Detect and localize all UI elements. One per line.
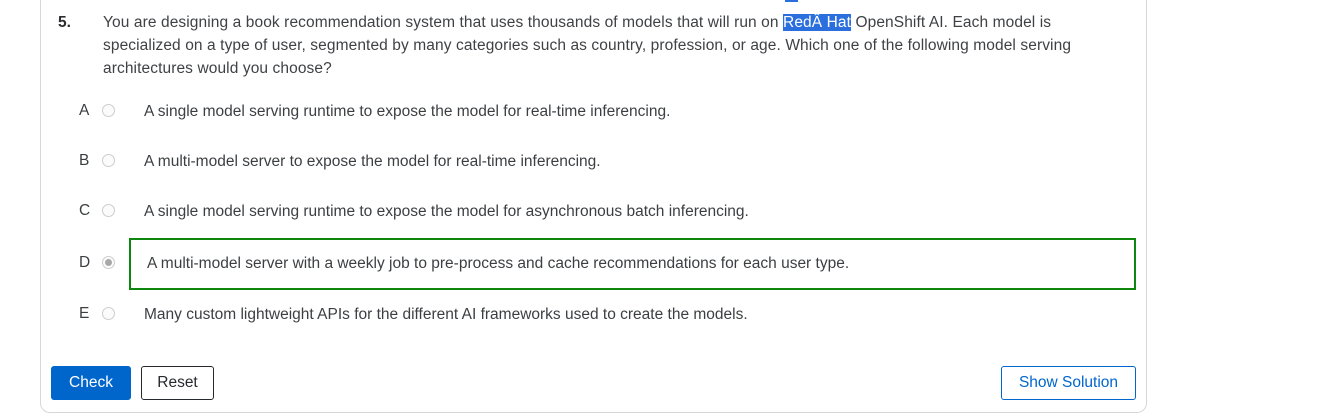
option-letter: A	[79, 102, 90, 119]
option-text[interactable]: A single model serving runtime to expose…	[144, 103, 671, 120]
question-text-highlighted: RedÂ Hat	[783, 14, 852, 31]
radio-button-option-b[interactable]	[102, 154, 115, 167]
radio-button-option-a[interactable]	[102, 104, 115, 117]
option-text[interactable]: A multi-model server to expose the model…	[144, 153, 601, 170]
question-text-after: OpenShift AI. Each model is specialized …	[103, 14, 1072, 77]
option-row-c: C A single model serving runtime to expo…	[41, 200, 1148, 224]
option-letter: D	[79, 254, 91, 271]
radio-button-option-d[interactable]	[102, 256, 115, 269]
check-button[interactable]: Check	[51, 366, 131, 400]
show-solution-button[interactable]: Show Solution	[1001, 366, 1136, 400]
radio-button-option-e[interactable]	[102, 307, 115, 320]
option-row-b: B A multi-model server to expose the mod…	[41, 150, 1148, 174]
option-letter: B	[79, 152, 90, 169]
option-row-a: A A single model serving runtime to expo…	[41, 100, 1148, 124]
question-text-before: You are designing a book recommendation …	[103, 14, 784, 31]
option-text[interactable]: A single model serving runtime to expose…	[144, 203, 749, 220]
question-text: You are designing a book recommendation …	[103, 11, 1103, 80]
option-letter: C	[79, 202, 91, 219]
radio-button-option-c[interactable]	[102, 204, 115, 217]
reset-button[interactable]: Reset	[141, 366, 214, 400]
option-text-selected-answer[interactable]: A multi-model server with a weekly job t…	[129, 238, 1136, 290]
option-letter: E	[79, 305, 90, 322]
option-text[interactable]: Many custom lightweight APIs for the dif…	[144, 306, 748, 323]
question-number: 5.	[58, 14, 71, 31]
quiz-question-card: 5. You are designing a book recommendati…	[40, 0, 1147, 413]
buttons-row: Check Reset Show Solution	[41, 366, 1148, 400]
option-row-d: D A multi-model server with a weekly job…	[41, 238, 1148, 290]
option-row-e: E Many custom lightweight APIs for the d…	[41, 303, 1148, 327]
text-selection-artifact	[785, 0, 798, 2]
